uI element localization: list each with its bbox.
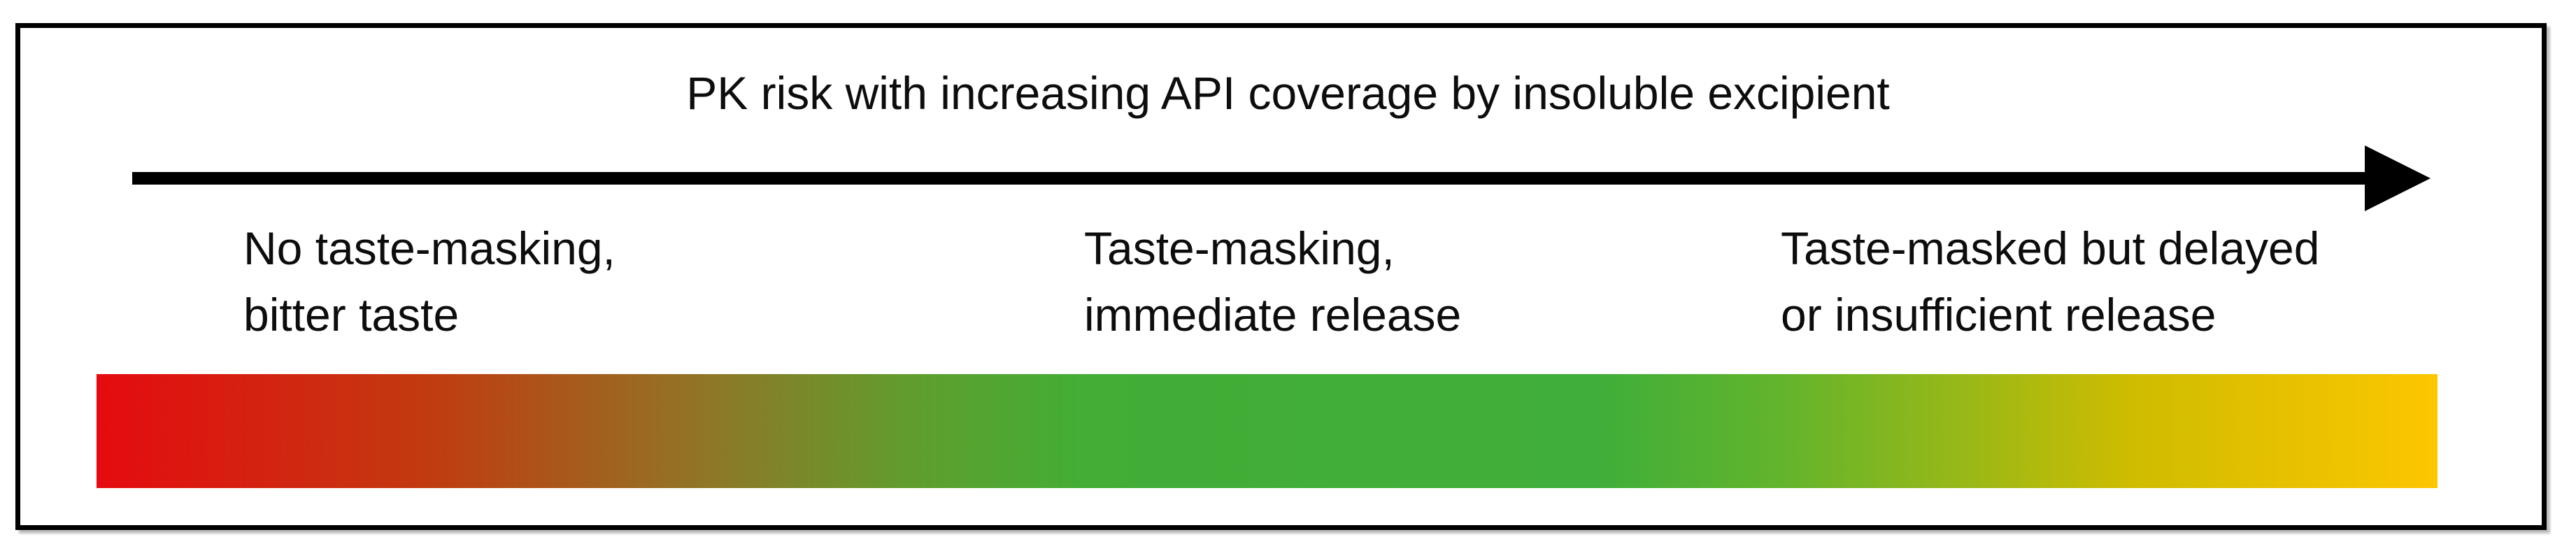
stage-label-line: Taste-masked but delayed	[1781, 222, 2320, 274]
arrow-head	[2365, 145, 2431, 211]
stage-label-line: Taste-masking,	[1084, 222, 1395, 274]
stage-label-line: No taste-masking,	[243, 222, 615, 274]
stage-label-taste-masked-delayed-release: Taste-masked but delayed or insufficient…	[1781, 215, 2319, 348]
risk-gradient-bar	[97, 374, 2438, 488]
stage-label-taste-masking-immediate-release: Taste-masking, immediate release	[1084, 215, 1461, 348]
increasing-risk-arrow	[132, 145, 2431, 211]
arrow-line	[132, 172, 2367, 185]
stage-label-line: bitter taste	[243, 289, 460, 341]
stage-label-line: immediate release	[1084, 289, 1462, 341]
stage-label-line: or insufficient release	[1781, 289, 2216, 341]
figure-title: PK risk with increasing API coverage by …	[686, 67, 1890, 119]
stage-label-no-taste-masking: No taste-masking, bitter taste	[243, 215, 615, 348]
